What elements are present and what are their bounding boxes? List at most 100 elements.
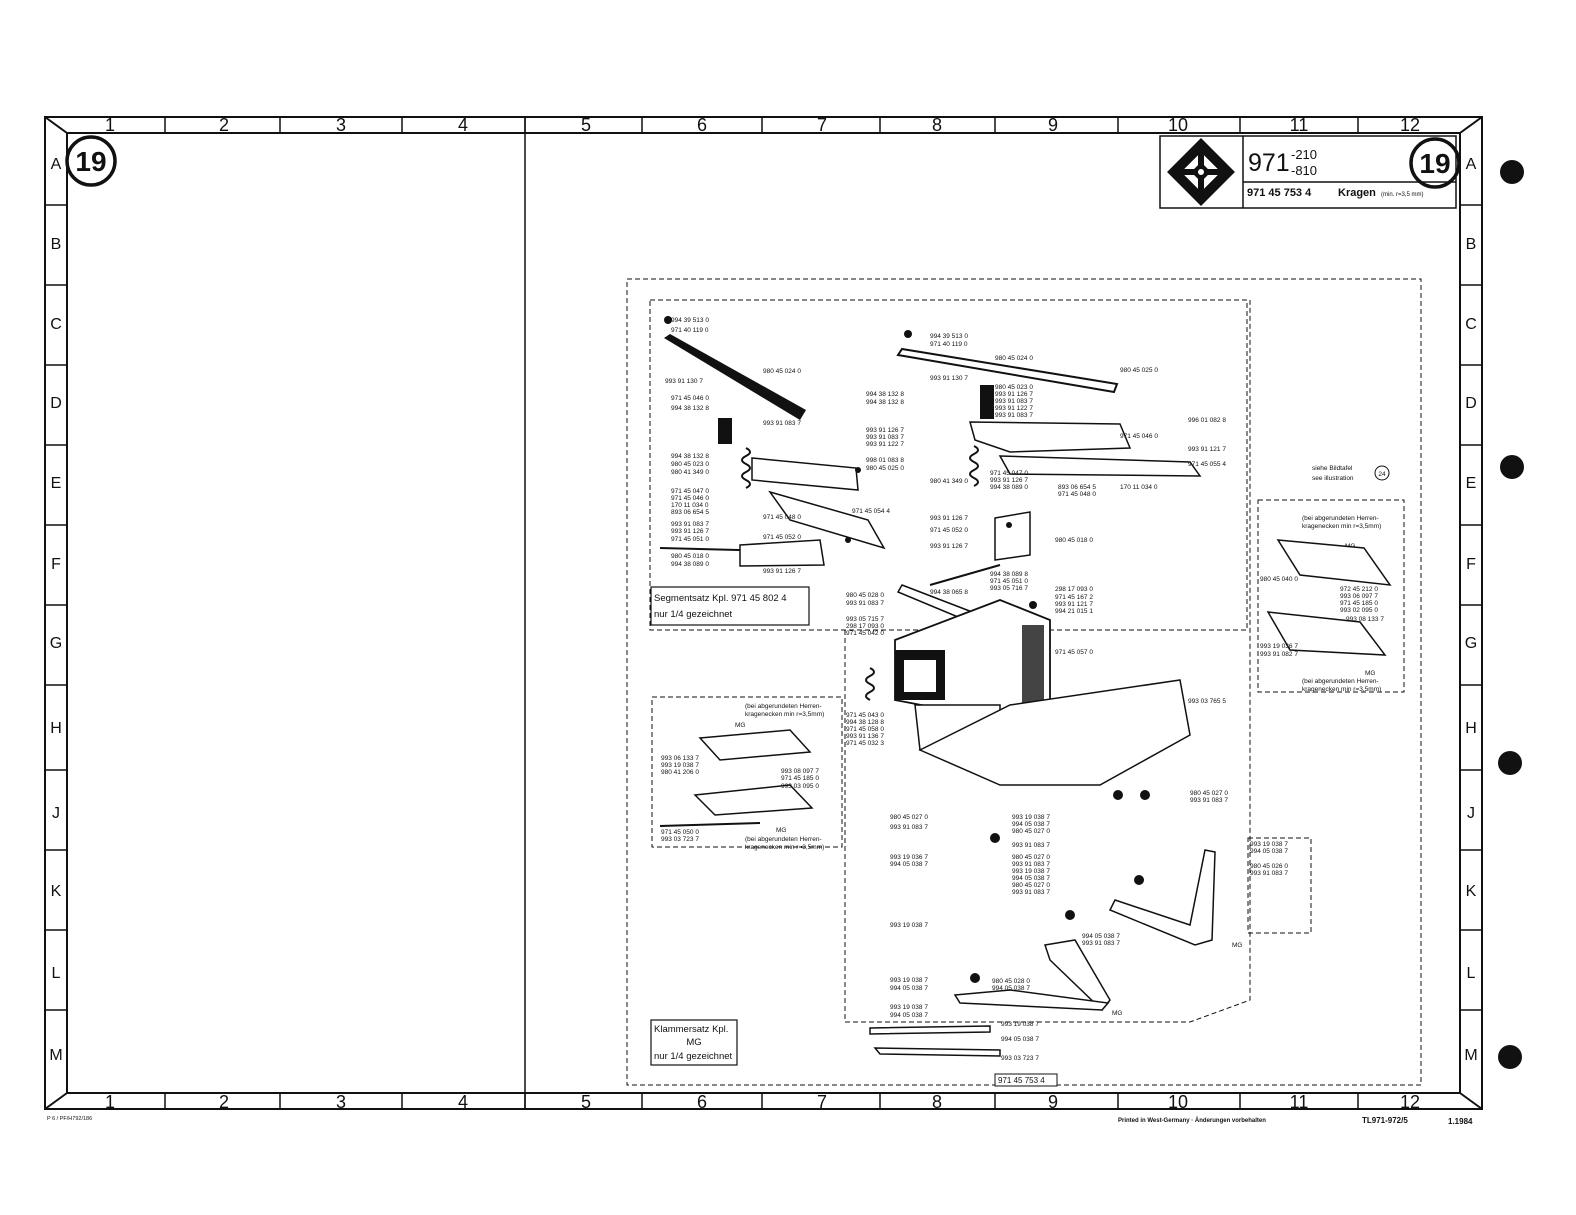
part-number-label: 993 19 036 7 (1260, 643, 1298, 650)
part-number: 971 45 753 4 (1247, 187, 1312, 199)
part-number-label: 170 11 034 0 (1120, 484, 1158, 491)
part-number-label: 980 45 024 0 (763, 368, 801, 375)
svg-text:971 45 753 4: 971 45 753 4 (998, 1076, 1045, 1085)
part-number-label: 980 45 023 0 (995, 384, 1033, 391)
part-number-label: 993 91 121 7 (1188, 446, 1226, 453)
svg-text:Segmentsatz Kpl. 971 45 802 4: Segmentsatz Kpl. 971 45 802 4 (654, 593, 787, 604)
svg-text:siehe Bildtafel: siehe Bildtafel (1312, 465, 1353, 472)
column-label-bottom: 10 (1168, 1092, 1188, 1112)
row-label-left: H (50, 720, 62, 737)
row-label-right: H (1465, 720, 1477, 737)
part-number-label: 994 38 065 8 (930, 589, 968, 596)
part-number-label: 980 45 024 0 (995, 355, 1033, 362)
svg-text:(bei abgerundeten Herren-: (bei abgerundeten Herren- (745, 703, 822, 710)
row-label-right: A (1466, 156, 1477, 173)
row-label-right: E (1466, 475, 1477, 492)
part-number-label: 993 91 126 7 (866, 427, 904, 434)
part-number-label: 994 38 132 8 (671, 453, 709, 460)
sheet-number-badge-left: 19 (65, 135, 117, 187)
sheet-number-badge-right: 19 (1409, 137, 1461, 189)
row-label-left: D (50, 395, 62, 412)
row-label-right: M (1464, 1047, 1477, 1064)
part-number-label: 993 19 038 7 (890, 922, 928, 929)
part-number-label: 993 06 097 7 (1340, 593, 1378, 600)
svg-text:Klammersatz Kpl.: Klammersatz Kpl. (654, 1024, 728, 1035)
part-number-label: 993 05 715 7 (846, 616, 884, 623)
part-number-label: 993 91 083 7 (1250, 870, 1288, 877)
part-number-label: 971 45 057 0 (1055, 649, 1093, 656)
part-number-label: 994 21 015 1 (1055, 608, 1093, 615)
part-number-label: 994 05 038 7 (890, 1012, 928, 1019)
part-number-label: 993 91 122 7 (866, 441, 904, 448)
column-label-top: 2 (219, 115, 229, 135)
part-number-label: 971 45 048 0 (763, 514, 801, 521)
svg-text:nur 1/4 gezeichnet: nur 1/4 gezeichnet (654, 1051, 733, 1062)
part-number-label: 993 03 765 5 (1188, 698, 1226, 705)
row-label-left: C (50, 316, 62, 333)
part-number-label: 994 05 038 7 (1250, 848, 1288, 855)
part-number-label: 993 19 038 7 (1012, 814, 1050, 821)
part-name-note: (min. r=3,5 mm) (1381, 192, 1424, 198)
footer-left-code: P 6 / PF/H792/186 (47, 1116, 92, 1122)
svg-text:kragenecken min r=3,5mm): kragenecken min r=3,5mm) (1302, 523, 1381, 530)
column-label-bottom: 2 (219, 1092, 229, 1112)
exploded-drawing (659, 316, 1392, 1057)
part-number-label: 993 19 038 7 (1001, 1021, 1039, 1028)
part-number-label: 971 45 185 0 (1340, 600, 1378, 607)
part-number-label: 298 17 093 0 (1055, 586, 1093, 593)
part-number-label: 971 45 047 0 (990, 470, 1028, 477)
part-number-label: 993 91 136 7 (846, 733, 884, 740)
part-number-label: 994 38 089 8 (990, 571, 1028, 578)
part-number-label: 971 45 043 0 (846, 712, 884, 719)
part-number-label: 996 01 082 8 (1188, 417, 1226, 424)
row-label-right: G (1465, 635, 1477, 652)
svg-text:(bei abgerundeten Herren-: (bei abgerundeten Herren- (745, 836, 822, 843)
row-label-left: F (51, 556, 61, 573)
part-number-label: 993 08 097 7 (781, 768, 819, 775)
part-number-label: 971 45 042 0 (846, 630, 884, 637)
part-number-label: 993 91 126 7 (990, 477, 1028, 484)
part-number-label: 993 05 716 7 (990, 585, 1028, 592)
part-number-label: 993 91 083 7 (866, 434, 904, 441)
part-number-label: 971 45 058 0 (846, 726, 884, 733)
part-number-label: 993 91 122 7 (995, 405, 1033, 412)
part-number-label: 993 91 083 7 (1082, 940, 1120, 947)
part-number-label: 993 91 083 7 (1012, 889, 1050, 896)
part-number-label: 971 45 055 4 (1188, 461, 1226, 468)
svg-text:see illustration: see illustration (1312, 475, 1354, 482)
row-label-left: A (51, 156, 62, 173)
row-label-right: K (1466, 883, 1477, 900)
part-number-label: 994 05 038 7 (890, 985, 928, 992)
part-number-label: 994 39 513 0 (671, 317, 709, 324)
column-label-bottom: 6 (697, 1092, 707, 1112)
column-label-top: 11 (1290, 115, 1309, 135)
part-number-label: 980 45 040 0 (1260, 576, 1298, 583)
part-number-label: 993 03 723 7 (1001, 1055, 1039, 1062)
column-label-top: 7 (817, 115, 827, 135)
part-number-label: 170 11 034 0 (671, 502, 709, 509)
part-number-label: 993 91 083 7 (1012, 842, 1050, 849)
column-label-top: 5 (581, 115, 591, 135)
svg-text:19: 19 (1419, 148, 1450, 179)
part-number-label: 971 45 048 0 (1058, 491, 1096, 498)
column-label-bottom: 7 (817, 1092, 827, 1112)
part-number-label: 994 05 038 7 (992, 985, 1030, 992)
part-number-label: 993 19 038 7 (661, 762, 699, 769)
column-label-top: 8 (932, 115, 942, 135)
part-number-label: 980 45 025 0 (1120, 367, 1158, 374)
part-number-label: 994 05 038 7 (1001, 1036, 1039, 1043)
svg-text:nur 1/4 gezeichnet: nur 1/4 gezeichnet (654, 609, 733, 620)
part-number-label: 893 06 654 5 (671, 509, 709, 516)
column-label-top: 6 (697, 115, 707, 135)
part-number-label: 993 19 038 7 (890, 977, 928, 984)
footer-date: 1.1984 (1448, 1117, 1473, 1126)
part-number-label: 994 38 132 8 (671, 405, 709, 412)
part-number-label: 993 91 130 7 (665, 378, 703, 385)
svg-text:(bei abgerundeten Herren-: (bei abgerundeten Herren- (1302, 678, 1379, 685)
binder-holes (1498, 160, 1524, 1069)
column-label-bottom: 8 (932, 1092, 942, 1112)
part-number-label: 994 05 038 7 (1082, 933, 1120, 940)
column-label-bottom: 12 (1400, 1092, 1420, 1112)
part-number-label: 971 40 119 0 (671, 327, 709, 334)
